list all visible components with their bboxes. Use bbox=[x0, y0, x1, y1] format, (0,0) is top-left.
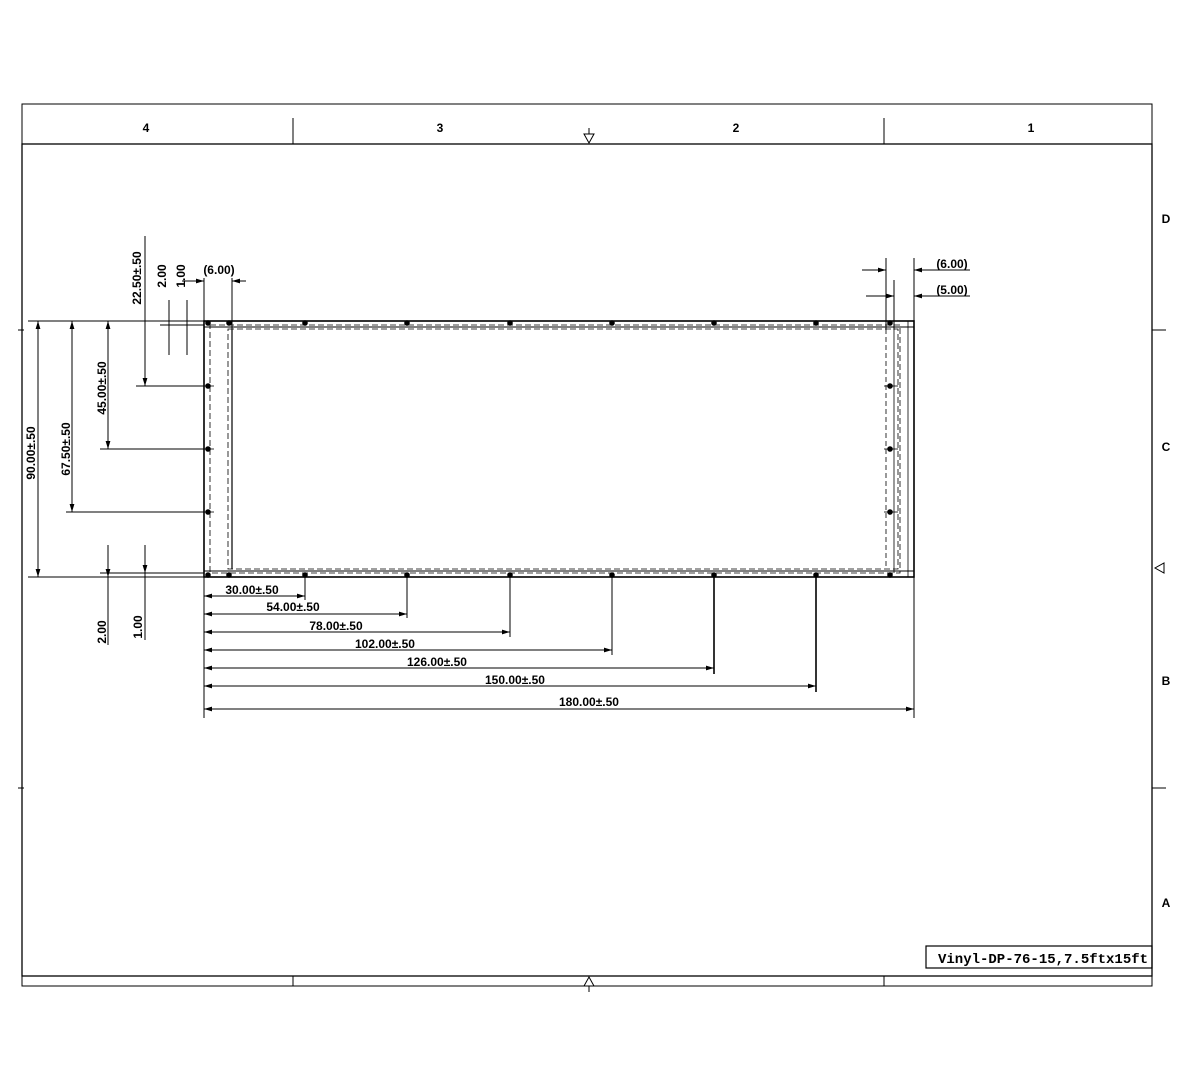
drawing-title: Vinyl-DP-76-15,7.5ftx15ft bbox=[938, 952, 1148, 968]
dim-len-180: 180.00±.50 bbox=[559, 695, 619, 709]
zone-row-b: B bbox=[1162, 674, 1171, 688]
grommet-points bbox=[202, 320, 898, 578]
dim-ref-top-left: (6.00) bbox=[203, 263, 234, 277]
dim-top-2: 2.00 bbox=[155, 264, 169, 288]
dim-bottom-2: 2.00 bbox=[95, 620, 109, 644]
ref-dim-top-right bbox=[862, 258, 970, 330]
zone-col-2: 2 bbox=[733, 121, 740, 135]
title-block: Vinyl-DP-76-15,7.5ftx15ft bbox=[925, 945, 1153, 969]
horizontal-dimensions bbox=[203, 577, 915, 718]
sheet-border bbox=[18, 103, 1166, 992]
zone-col-3: 3 bbox=[437, 121, 444, 135]
dim-height-45: 45.00±.50 bbox=[95, 361, 109, 415]
zone-col-4: 4 bbox=[143, 121, 150, 135]
dim-len-102: 102.00±.50 bbox=[355, 637, 415, 651]
dim-height-total: 90.00±.50 bbox=[24, 426, 38, 480]
zone-row-d: D bbox=[1162, 212, 1171, 226]
ref-dim-top-left bbox=[182, 278, 246, 330]
dim-len-150: 150.00±.50 bbox=[485, 673, 545, 687]
dim-len-30: 30.00±.50 bbox=[225, 583, 279, 597]
zone-row-a: A bbox=[1162, 896, 1171, 910]
dim-ref-right-5: (5.00) bbox=[936, 283, 967, 297]
dim-height-675: 67.50±.50 bbox=[59, 422, 73, 476]
dim-top-depth: 22.50±.50 bbox=[130, 251, 144, 305]
dim-len-54: 54.00±.50 bbox=[266, 600, 320, 614]
vertical-dimensions bbox=[35, 236, 204, 645]
dim-len-78: 78.00±.50 bbox=[309, 619, 363, 633]
zone-col-1: 1 bbox=[1028, 121, 1035, 135]
dim-bottom-1: 1.00 bbox=[131, 615, 145, 639]
dim-len-126: 126.00±.50 bbox=[407, 655, 467, 669]
dim-ref-right-6: (6.00) bbox=[936, 257, 967, 271]
zone-row-c: C bbox=[1162, 440, 1171, 454]
dim-top-1: 1.00 bbox=[174, 264, 188, 288]
